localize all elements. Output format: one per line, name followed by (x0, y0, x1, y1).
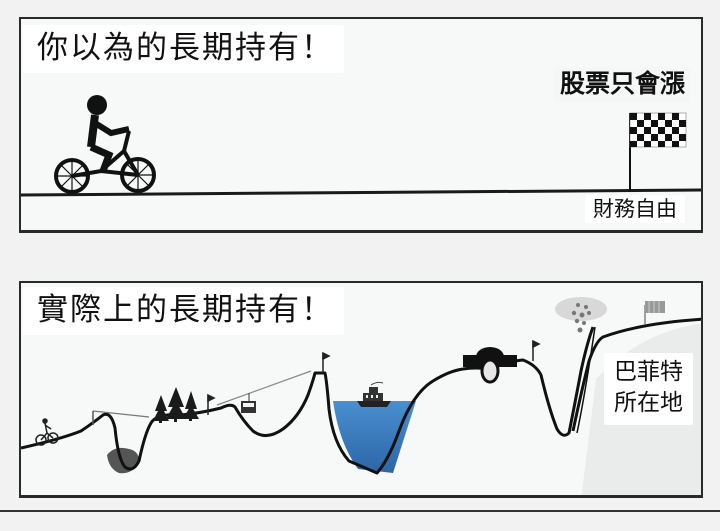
stocks-only-rise-label: 股票只會漲 (553, 67, 691, 102)
pine-trees-icon (153, 387, 199, 423)
flag-icons (207, 339, 541, 415)
bottom-panel: 實際上的長期持有！ 巴菲特 所在地 (19, 281, 703, 498)
cable-car-wire (216, 370, 312, 406)
financial-freedom-label: 財務自由 (585, 195, 685, 224)
ship-icon (357, 381, 391, 407)
terrain-line (21, 326, 595, 475)
top-panel-scene (21, 95, 701, 197)
top-panel-title: 你以為的長期持有！ (23, 25, 344, 73)
tunnel-arch-icon (463, 347, 517, 384)
finish-flag-icon (644, 301, 665, 325)
checkered-flag-icon (629, 112, 687, 191)
bottom-divider (0, 510, 720, 531)
cable-car-icon (241, 393, 256, 413)
lake-water (333, 401, 416, 473)
stick-figure-cyclist-icon (54, 95, 156, 194)
rockfall-cloud-icon (555, 297, 607, 333)
cable-wire (92, 410, 150, 418)
valley-pit-fill (107, 447, 139, 474)
bottom-panel-title: 實際上的長期持有！ (23, 287, 344, 335)
crevasse-wall (571, 317, 701, 432)
top-panel: 你以為的長期持有！ 股票只會漲 財務自由 (19, 17, 703, 233)
ground-line (21, 188, 701, 197)
small-cyclist-icon (35, 418, 59, 446)
buffett-location-label: 巴菲特 所在地 (604, 353, 693, 426)
